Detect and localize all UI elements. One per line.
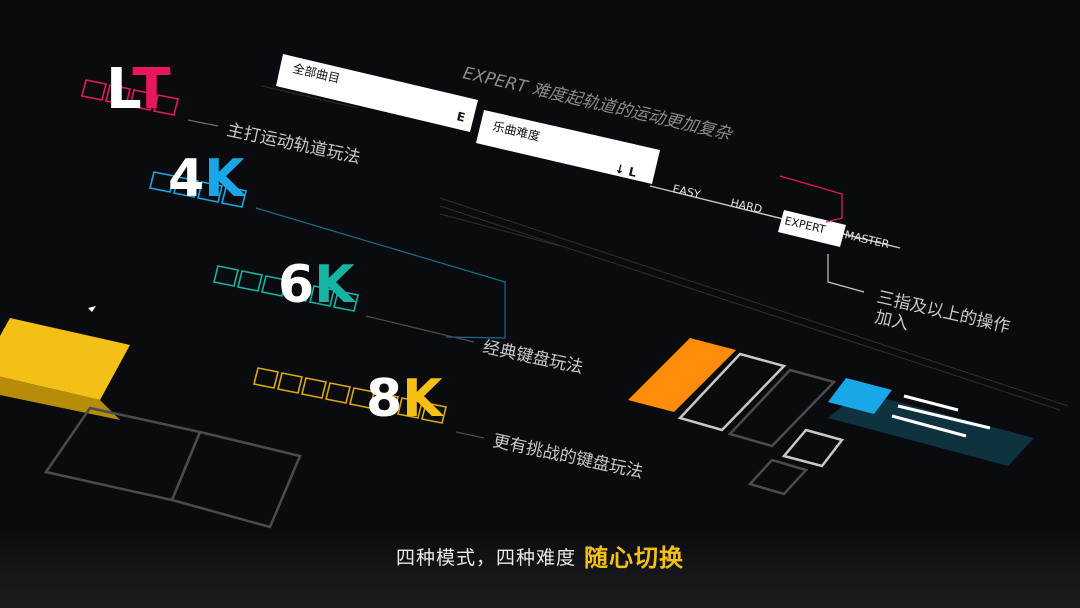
filter-difficulty-key: ↓ L — [613, 161, 638, 180]
difficulty-tab-expert-bg — [778, 210, 846, 247]
caption-bar — [0, 528, 1080, 608]
caption-highlight: 随心切换 — [584, 544, 684, 572]
difficulty-tab-hard[interactable]: HARD — [729, 196, 763, 216]
caption-main: 四种模式，四种难度 — [395, 547, 576, 569]
outline-squares-decor — [43, 406, 302, 529]
right-panel-decor — [828, 378, 1034, 466]
caption: 四种模式，四种难度随心切换 — [0, 538, 1080, 573]
mode-desc-6k: 经典键盘玩法 — [481, 337, 585, 378]
filter-all-songs-key: E — [455, 109, 466, 124]
background-guide-lines — [261, 85, 1069, 411]
filter-difficulty[interactable]: 乐曲难度 ↓ L — [476, 110, 660, 184]
mode-6k: 6K 经典键盘玩法 — [213, 255, 585, 378]
mode-8k: 8K 更有挑战的键盘玩法 — [253, 367, 645, 483]
4k-key-slots — [149, 171, 247, 208]
mode-label-lt: LT — [106, 57, 171, 122]
mode-label-8k: 8K — [366, 369, 444, 429]
mode-desc-8k: 更有挑战的键盘玩法 — [491, 431, 645, 482]
mode-label-6k: 6K — [278, 255, 356, 315]
mode-label-4k: 4K — [168, 149, 246, 209]
lt-key-slots — [81, 79, 179, 116]
right-bars-decor — [628, 338, 845, 496]
difficulty-tab-master[interactable]: MASTER — [843, 228, 890, 251]
yellow-cube-decor — [0, 306, 130, 420]
mode-4k: 4K — [149, 149, 506, 339]
mode-desc-lt: 主打运动轨道玩法 — [225, 120, 362, 168]
6k-key-slots — [213, 265, 359, 312]
8k-key-slots — [253, 367, 447, 424]
filter-all-songs[interactable]: 全部曲目 E — [276, 54, 478, 132]
difficulty-tab-easy[interactable]: EASY — [671, 182, 702, 201]
